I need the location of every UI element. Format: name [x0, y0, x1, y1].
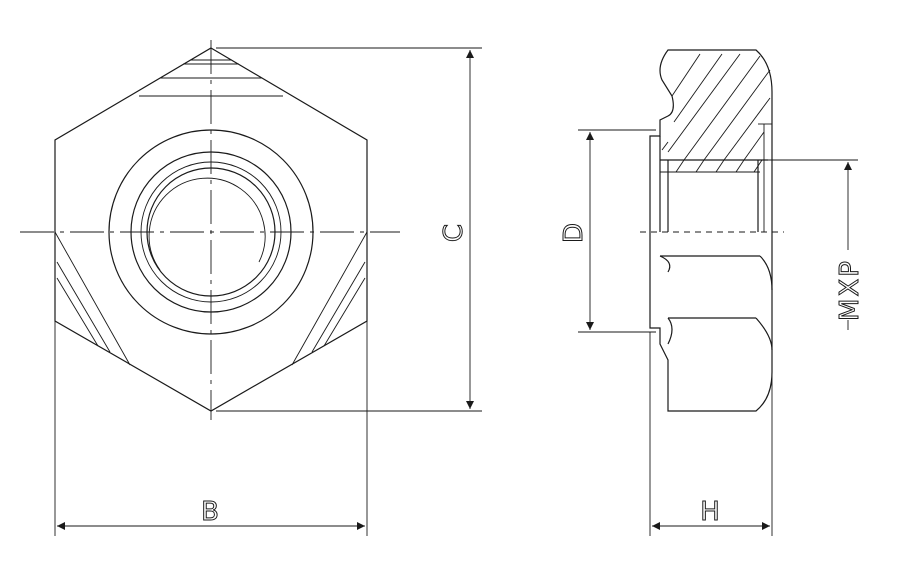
dimension-d: D: [559, 129, 656, 333]
dimension-b: B: [54, 321, 368, 536]
side-view: [640, 49, 784, 412]
dimension-mxp: MXP: [766, 159, 866, 330]
dimension-d-label: D: [559, 221, 589, 243]
right-weld-projection: [291, 231, 368, 366]
dimension-b-label: B: [201, 497, 221, 527]
thread-arc: [148, 177, 266, 271]
front-view: [20, 40, 400, 420]
left-weld-projection: [54, 231, 131, 366]
dimension-h: H: [649, 332, 773, 536]
dimension-c: C: [216, 47, 482, 412]
dimension-h-label: H: [700, 497, 722, 527]
dimension-mxp-label: MXP: [835, 259, 865, 321]
dimension-c-label: C: [439, 222, 469, 242]
side-outline: [649, 49, 773, 412]
section-hatching: [661, 53, 771, 173]
